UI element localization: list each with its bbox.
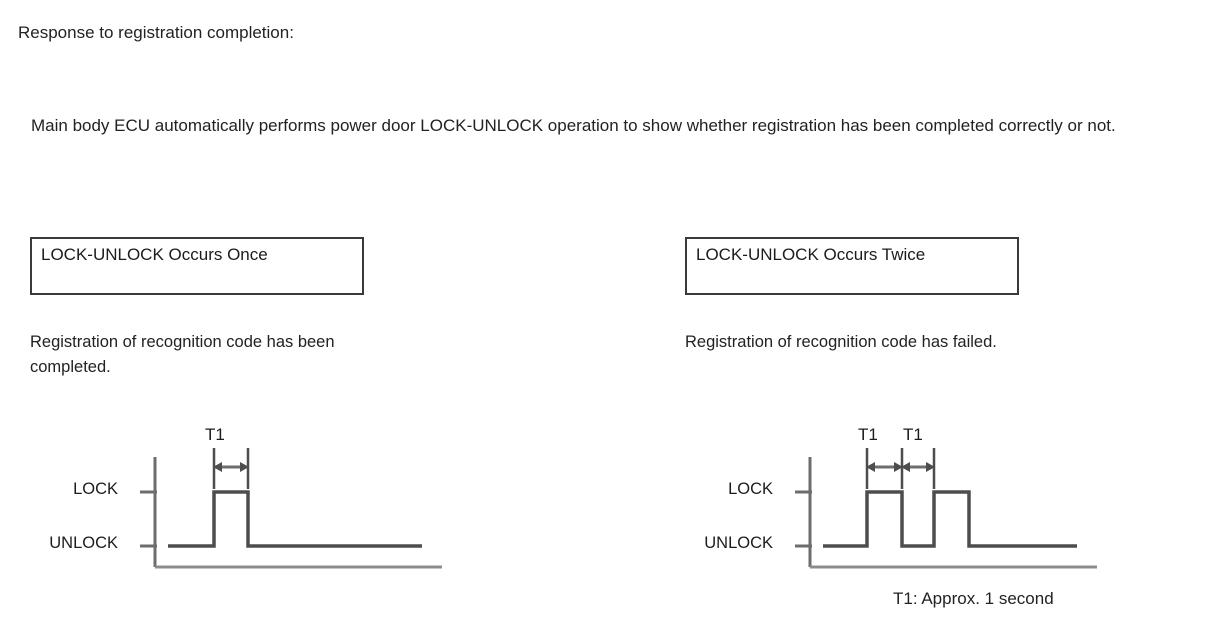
lock-axis-label: LOCK	[73, 480, 118, 498]
t1-footnote: T1: Approx. 1 second	[893, 589, 1054, 608]
timing-chart-once	[20, 415, 470, 590]
outcome-description-once: Registration of recognition code has bee…	[30, 333, 335, 376]
outcome-column-failure: LOCK-UNLOCK Occurs Twice Registration of…	[655, 0, 1208, 644]
t1-arrow-head-right-second	[926, 462, 935, 472]
t1-caption-first: T1	[858, 425, 878, 444]
t1-arrow-head-right-first	[894, 462, 903, 472]
outcome-column-success: LOCK-UNLOCK Occurs Once Registration of …	[0, 0, 560, 644]
outcome-description-twice: Registration of recognition code has fai…	[685, 333, 997, 351]
unlock-axis-label: UNLOCK	[704, 534, 773, 552]
intro-paragraph: Main body ECU automatically performs pow…	[31, 116, 1116, 135]
page-title: Response to registration completion:	[18, 23, 294, 42]
t1-arrow-head-right	[240, 462, 249, 472]
unlock-axis-label: UNLOCK	[49, 534, 118, 552]
t1-arrow-head-left-second	[901, 462, 910, 472]
outcome-box-twice: LOCK-UNLOCK Occurs Twice	[685, 237, 1019, 295]
t1-arrow-head-left	[213, 462, 222, 472]
t1-caption-single: T1	[205, 425, 225, 444]
outcome-box-once: LOCK-UNLOCK Occurs Once	[30, 237, 364, 295]
outcome-box-twice-label: LOCK-UNLOCK Occurs Twice	[696, 245, 926, 264]
lock-signal-waveform	[168, 490, 422, 548]
timing-chart-twice	[675, 415, 1125, 590]
timing-waveform-once	[140, 448, 442, 569]
timing-waveform-twice	[795, 448, 1097, 569]
lock-signal-waveform	[823, 490, 1077, 548]
t1-arrow-head-left-first	[866, 462, 875, 472]
lock-axis-label: LOCK	[728, 480, 773, 498]
outcome-box-once-label: LOCK-UNLOCK Occurs Once	[41, 245, 268, 264]
t1-caption-second: T1	[903, 425, 923, 444]
